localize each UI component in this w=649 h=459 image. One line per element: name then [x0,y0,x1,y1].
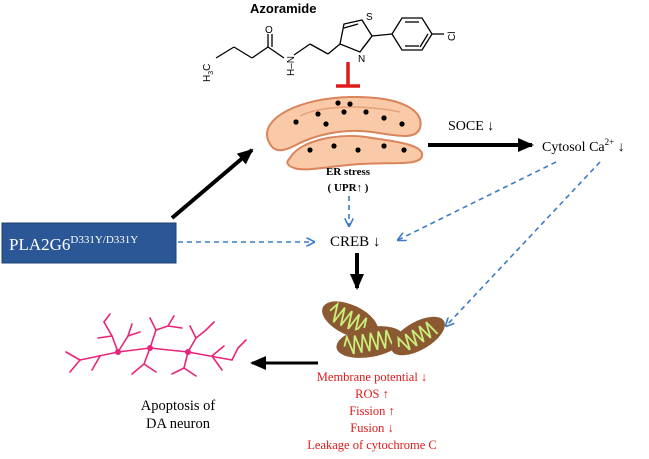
atom-nh: H–N [286,56,297,76]
effect-ros: ROS ↑ [355,387,389,401]
apoptosis-label-line1: Apoptosis of [141,398,216,414]
apoptosis-label-line2: DA neuron [146,416,211,432]
creb-label: CREB ↓ [330,234,380,250]
effect-cytochrome-c-leakage: Leakage of cytochrome C [307,438,436,452]
atom-cl: Cl [447,32,458,41]
azoramide-structure [215,17,444,59]
effect-fusion: Fusion ↓ [350,421,393,435]
er-organelle-icon [265,95,424,171]
neuron-cell-bodies [115,345,191,355]
inhibition-arrow [336,62,360,88]
dashed-arrows [178,161,601,326]
soce-label: SOCE ↓ [448,119,494,134]
atom-ch3: H3C [202,64,215,82]
dashed-cytosol-to-creb [398,161,557,240]
upr-label: ( UPR↑ ) [328,182,369,194]
neuron-icon [65,313,247,377]
arrow-mutant-to-er [170,148,254,220]
effect-fission: Fission ↑ [349,404,395,418]
mutant-label: PLA2G6D331Y/D331Y [9,234,138,254]
atom-n: N [358,54,365,65]
atom-s: S [366,12,373,23]
cytosol-label: Cytosol Ca2+ ↓ [542,137,625,155]
dashed-cytosol-to-mito [446,161,601,326]
compound-name: Azoramide [250,1,316,16]
effect-membrane-potential: Membrane potential ↓ [317,370,427,384]
er-stress-label: ER stress [326,166,371,178]
mutant-box [1,222,177,264]
mito-effects-list: Membrane potential ↓ ROS ↑ Fission ↑ Fus… [307,370,436,452]
mitochondria-icon [322,301,445,358]
atom-o: O [265,25,273,36]
